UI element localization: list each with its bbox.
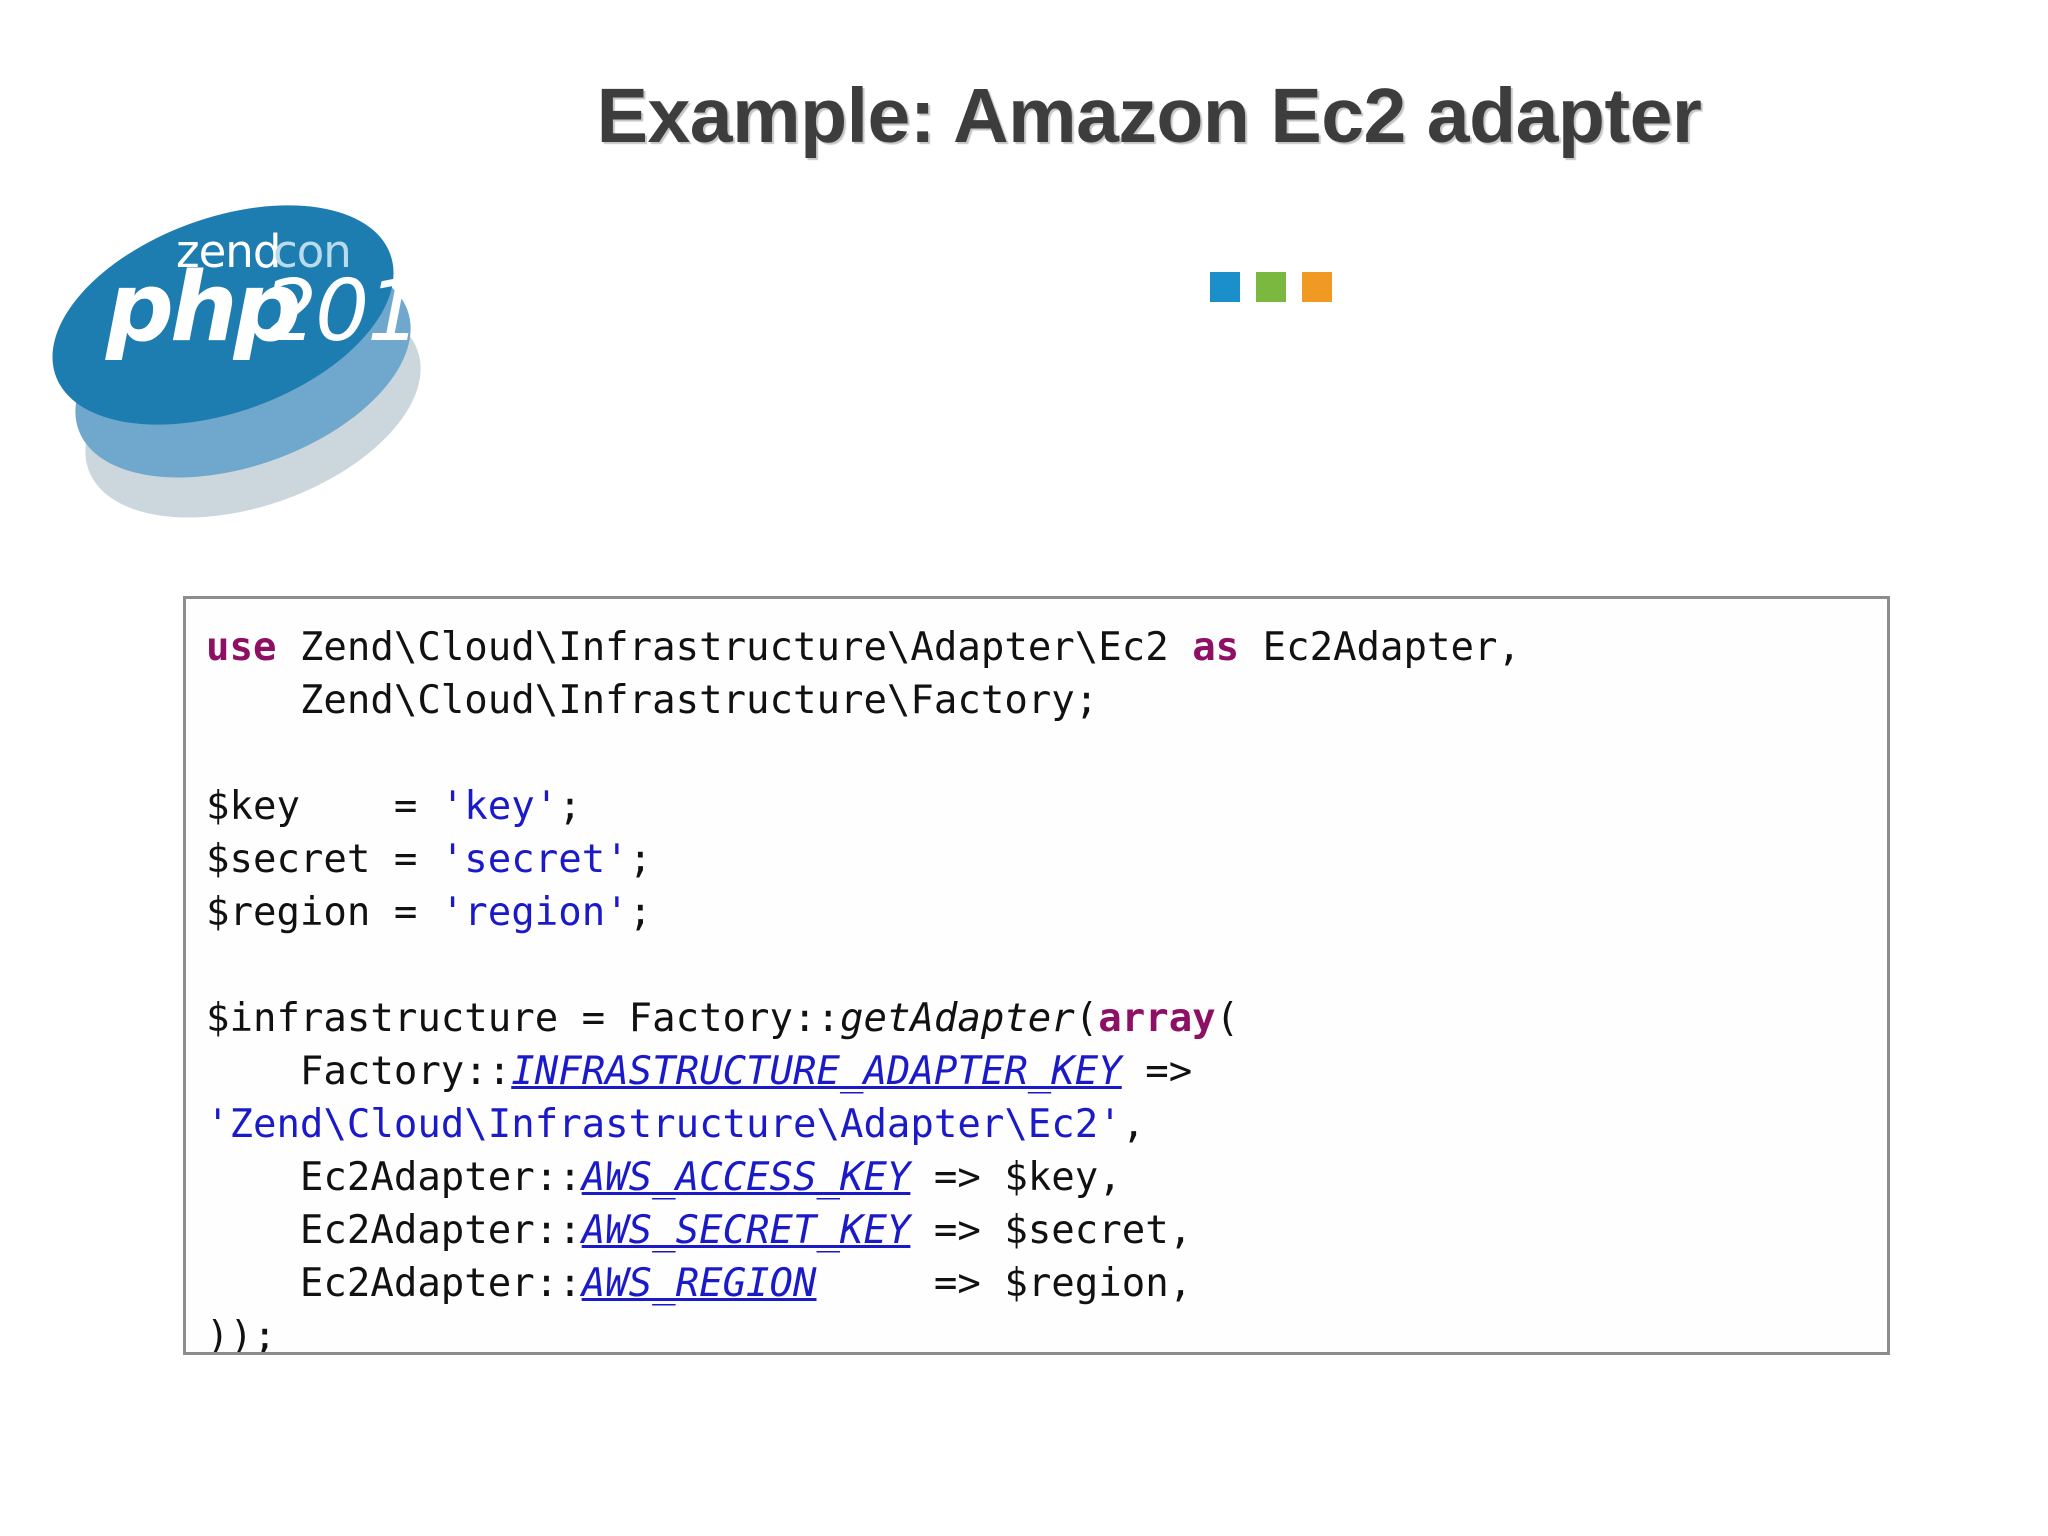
code-line: Zend\Cloud\Infrastructure\Factory; — [206, 678, 1098, 723]
code-line: $secret = 'secret'; — [206, 837, 652, 882]
code-token: ; — [628, 890, 653, 935]
code-line: Ec2Adapter::AWS_SECRET_KEY => $secret, — [206, 1208, 1192, 1253]
code-token: ( — [1074, 996, 1099, 1041]
square-green-icon — [1256, 272, 1286, 302]
decorative-squares — [1210, 272, 1332, 302]
code-line: $infrastructure = Factory::getAdapter(ar… — [206, 996, 1239, 1041]
code-token: ; — [558, 784, 582, 829]
square-orange-icon — [1302, 272, 1332, 302]
code-token: Ec2Adapter, — [1239, 625, 1521, 670]
code-line: )); — [206, 1314, 277, 1355]
code-token: ; — [628, 837, 653, 882]
square-blue-icon — [1210, 272, 1240, 302]
code-token: $key = — [206, 784, 441, 829]
code-token: AWS_SECRET_KEY — [581, 1208, 911, 1253]
code-token: => — [1121, 1049, 1193, 1094]
code-token: getAdapter — [839, 996, 1075, 1041]
logo-php-text: php — [105, 253, 299, 363]
code-token: Zend\Cloud\Infrastructure\Factory; — [206, 678, 1099, 723]
code-line: $region = 'region'; — [206, 890, 652, 935]
code-token: => $key, — [910, 1155, 1122, 1200]
code-token: ( — [1215, 996, 1240, 1041]
code-token: as — [1192, 625, 1240, 670]
code-token: use — [206, 625, 277, 670]
logo-wordmark: zend con php 2011 — [105, 225, 473, 363]
code-token: AWS_ACCESS_KEY — [581, 1155, 911, 1200]
code-token: $secret = — [206, 837, 441, 882]
code-line: Factory::INFRASTRUCTURE_ADAPTER_KEY => — [206, 1049, 1192, 1094]
logo-con-text: con — [273, 225, 351, 278]
code-token: Ec2Adapter:: — [206, 1208, 582, 1253]
code-content: use Zend\Cloud\Infrastructure\Adapter\Ec… — [206, 621, 1887, 1355]
page-title: Example: Amazon Ec2 adapter — [596, 73, 1702, 159]
code-token: , — [1121, 1102, 1146, 1147]
code-token: AWS_REGION — [581, 1261, 817, 1306]
code-line: Ec2Adapter::AWS_REGION => $region, — [206, 1261, 1192, 1306]
code-token: Ec2Adapter:: — [206, 1261, 582, 1306]
code-token: INFRASTRUCTURE_ADAPTER_KEY — [511, 1049, 1122, 1094]
code-token: array — [1098, 996, 1216, 1041]
logo-year-text: 2011 — [263, 262, 471, 361]
code-line: use Zend\Cloud\Infrastructure\Adapter\Ec… — [206, 625, 1521, 670]
code-token: $region = — [206, 890, 441, 935]
code-token: => $region, — [816, 1261, 1193, 1306]
code-line: $key = 'key'; — [206, 784, 582, 829]
code-token: 'region' — [440, 890, 629, 935]
code-token: Zend\Cloud\Infrastructure\Adapter\Ec2 — [276, 625, 1193, 670]
code-line: Ec2Adapter::AWS_ACCESS_KEY => $key, — [206, 1155, 1122, 1200]
zendcon-php-2011-logo: zend con php 2011 — [48, 165, 518, 565]
logo-zend-text: zend — [176, 225, 280, 278]
code-token: $infrastructure = Factory:: — [206, 996, 840, 1041]
logo-ellipse — [52, 205, 394, 425]
code-token: 'key' — [440, 784, 559, 829]
code-block: use Zend\Cloud\Infrastructure\Adapter\Ec… — [183, 596, 1890, 1355]
code-line: 'Zend\Cloud\Infrastructure\Adapter\Ec2', — [206, 1102, 1145, 1147]
code-token: Factory:: — [206, 1049, 512, 1094]
code-token: 'secret' — [440, 837, 629, 882]
code-token: Ec2Adapter:: — [206, 1155, 582, 1200]
code-token: => $secret, — [910, 1208, 1193, 1253]
code-token: )); — [206, 1314, 277, 1355]
code-token: 'Zend\Cloud\Infrastructure\Adapter\Ec2' — [206, 1102, 1122, 1147]
